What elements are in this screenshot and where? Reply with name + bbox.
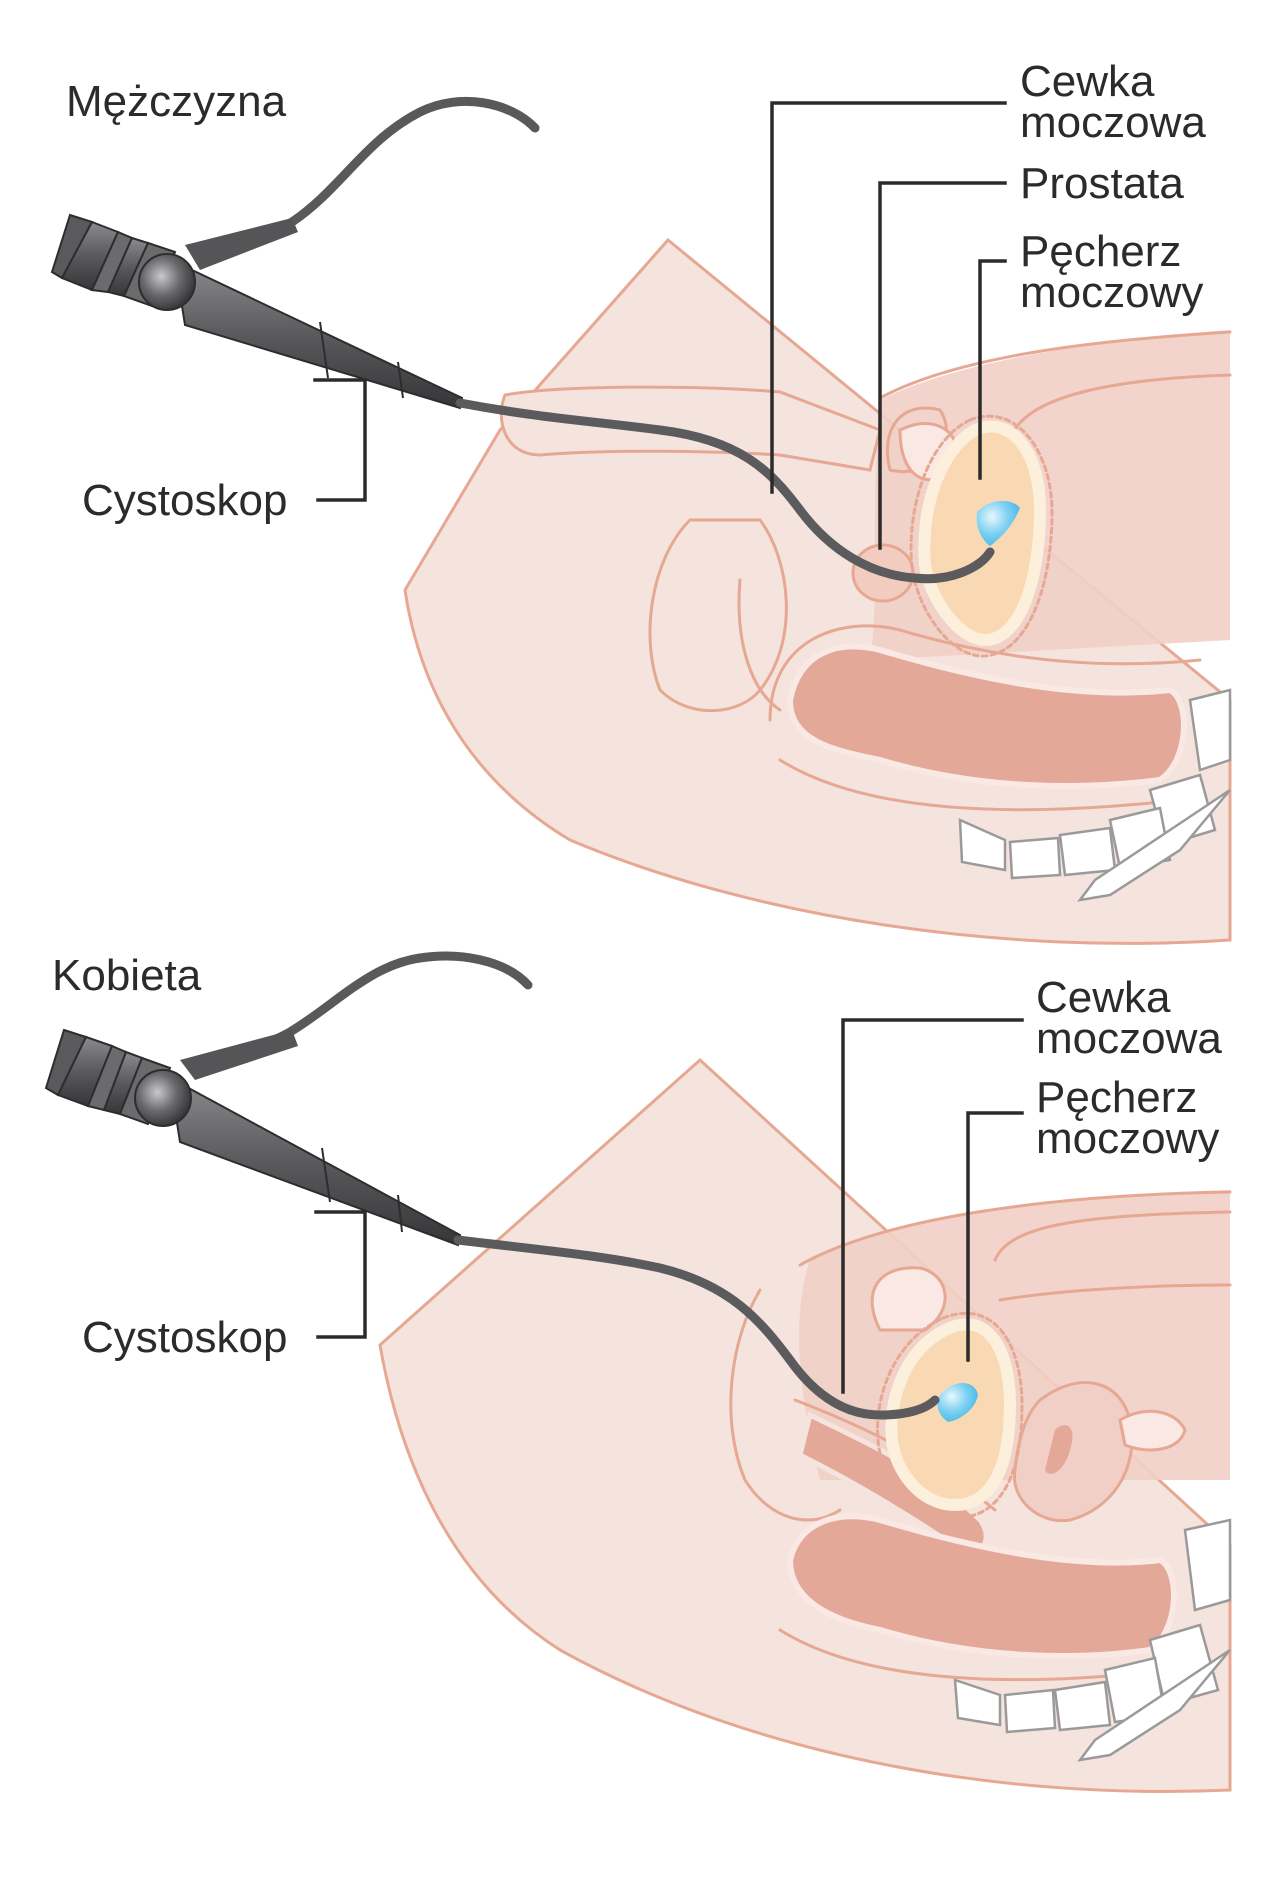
male-prostate-leader (878, 181, 1007, 550)
female-cystoscope-label: Cystoskop (82, 1313, 287, 1362)
female-urethra-leader (841, 1018, 1024, 1394)
female-insertion-tube (453, 1235, 940, 1420)
female-bladder-lumen (937, 1382, 978, 1422)
female-bladder-wall (876, 1311, 1024, 1520)
male-bladder-label-line1: Pęcherz (1020, 227, 1181, 276)
male-panel: Mężczyzna Cewka moczowa Prostata Pęcherz… (50, 57, 1232, 945)
female-spine (953, 1518, 1232, 1762)
female-urethra-label-line2: moczowa (1036, 1014, 1222, 1063)
male-scope-shaft (173, 260, 464, 410)
female-scope-shaft (168, 1076, 462, 1247)
male-spine (958, 688, 1232, 902)
male-bladder-label-line2: moczowy (1020, 268, 1203, 317)
female-panel: Kobieta Cewka moczowa Pęcherz moczowy Cy… (44, 951, 1232, 1793)
female-cystoscope (44, 951, 940, 1420)
female-labia-fold (729, 1288, 842, 1522)
male-bladder-leader (978, 259, 1007, 480)
female-bladder-label-line1: Pęcherz (1036, 1073, 1197, 1122)
female-bladder-label-line2: moczowy (1036, 1114, 1219, 1163)
male-light-post (185, 218, 298, 270)
male-rectum (786, 643, 1187, 789)
female-rectum-lower (778, 1628, 1172, 1682)
male-rectum-outer (768, 624, 1202, 722)
female-ovary (1118, 1409, 1187, 1452)
female-anatomy (378, 1057, 1232, 1793)
male-cystoscope (50, 96, 995, 584)
male-anatomy (403, 237, 1232, 945)
male-panel-title: Mężczyzna (66, 77, 287, 126)
female-light-post (180, 1030, 298, 1080)
female-bladder-leader (966, 1111, 1024, 1362)
female-focus-knob (134, 1069, 192, 1127)
male-focus-knob (138, 253, 196, 311)
female-abdominal-outline-mid (998, 1283, 1232, 1302)
female-urethra-label-line1: Cewka (1036, 973, 1171, 1022)
female-abdominal-outline-outer (798, 1190, 1232, 1267)
male-prostate-label: Prostata (1020, 159, 1184, 208)
female-rectum (786, 1513, 1177, 1659)
male-bladder-lumen (976, 500, 1020, 546)
female-uterus-cavity (1045, 1425, 1073, 1474)
male-abdominal-outline-outer (878, 330, 1232, 400)
male-cystoscope-leader (313, 378, 367, 502)
female-pubic-bone (870, 1266, 947, 1332)
male-insertion-tube (455, 398, 995, 584)
female-abdominal-outline-inner (993, 1210, 1232, 1262)
male-abdominal-outline-inner (1008, 373, 1232, 442)
male-rectum-lower (778, 758, 1182, 812)
male-urethra-leader (770, 101, 1007, 494)
male-urethra-label-line1: Cewka (1020, 57, 1155, 106)
male-cystoscope-label: Cystoskop (82, 476, 287, 525)
female-cystoscope-leader (314, 1210, 367, 1339)
male-urethra-label-line2: moczowa (1020, 98, 1206, 147)
male-bladder-wall (909, 414, 1054, 658)
female-panel-title: Kobieta (52, 951, 202, 1000)
male-scrotum (648, 518, 788, 713)
